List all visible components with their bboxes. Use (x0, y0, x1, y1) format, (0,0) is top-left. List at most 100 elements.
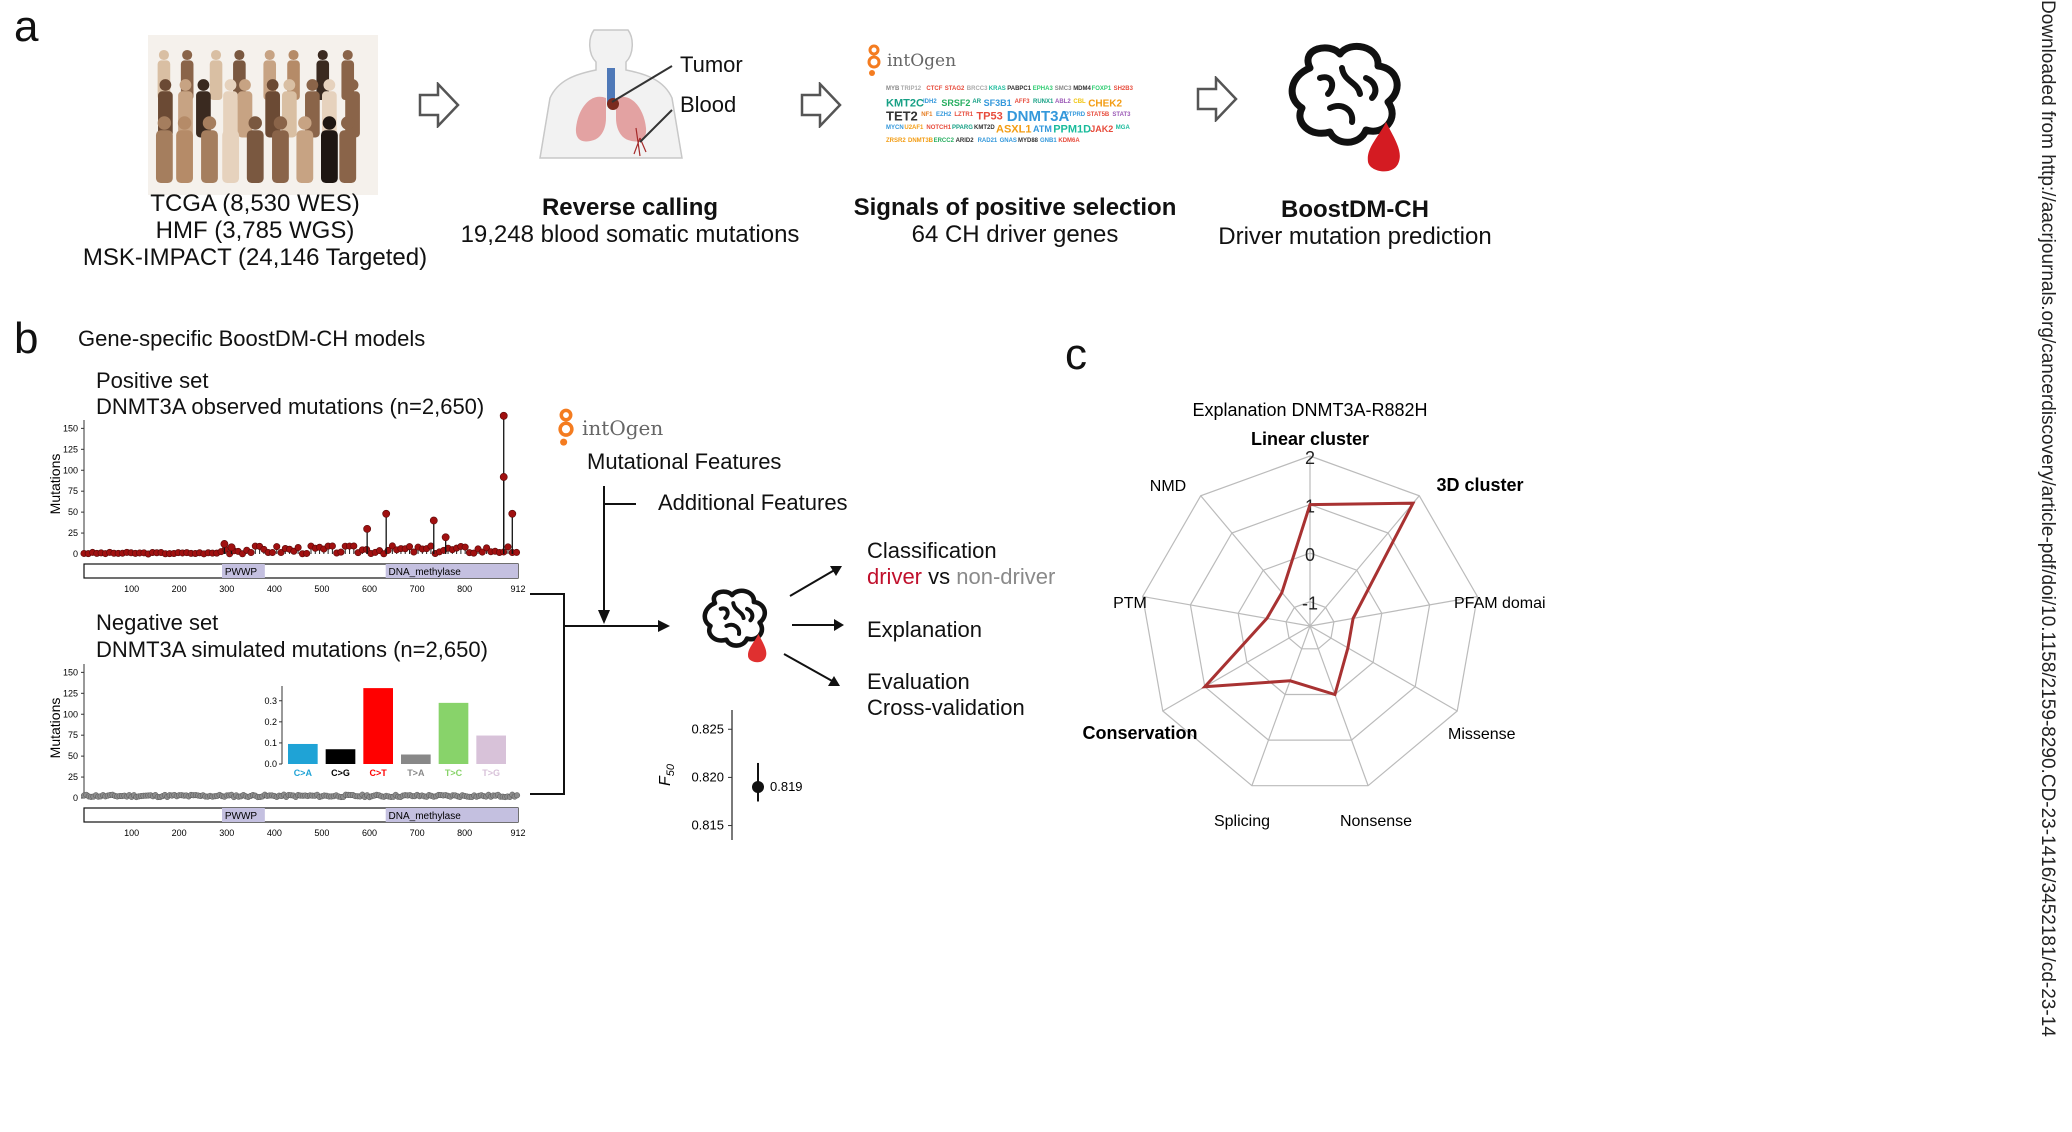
wordcloud-gene: STAG2 (945, 86, 965, 92)
mutation-point (220, 540, 229, 548)
person-silhouette (209, 60, 223, 100)
domain-pwwp (222, 808, 265, 822)
wordcloud-gene: SF3B1 (984, 98, 1012, 108)
y-tick-label: 0.815 (691, 818, 724, 833)
person-silhouette (182, 49, 193, 61)
domain-pwwp (222, 564, 265, 578)
y-tick-label: 0.820 (691, 769, 724, 784)
wordcloud-gene: JAK2 (1090, 124, 1113, 134)
mutation-point (247, 549, 255, 557)
radar-axis-label: NMD (1150, 478, 1186, 495)
mutation-point (273, 543, 281, 551)
person-silhouette (306, 79, 319, 91)
person-silhouette (177, 116, 192, 130)
category-label: T>C (445, 768, 463, 778)
mutation-point (499, 411, 508, 420)
x-tick-label: 700 (410, 584, 425, 594)
x-tick-label: 300 (219, 584, 234, 594)
domain-label: DNA_methylase (389, 567, 462, 578)
wordcloud-gene: KRAS (989, 86, 1006, 92)
x-tick-label: 200 (172, 584, 187, 594)
radar-axis-label: Linear cluster (1251, 429, 1369, 449)
wordcloud-gene: LZTR1 (954, 112, 973, 118)
y-tick-label: 75 (68, 730, 78, 740)
person-silhouette (159, 79, 172, 91)
wordcloud-gene: RUNX1 (1033, 99, 1054, 105)
y-tick-label: 0.1 (264, 738, 277, 748)
boostdm-caption: BoostDM-CH Driver mutation prediction (1210, 196, 1500, 250)
mutation-point (303, 549, 311, 557)
wordcloud-gene: MGA (1116, 125, 1131, 131)
radar-axis-label: 3D cluster (1436, 475, 1523, 495)
intogen-logo-icon (867, 44, 881, 76)
x-tick-label: 800 (457, 828, 472, 838)
reverse-calling-caption: Reverse calling 19,248 blood somatic mut… (440, 194, 820, 248)
person-silhouette (211, 49, 222, 61)
wordcloud-gene: TRIP12 (901, 86, 922, 92)
y-tick-label: 0 (73, 793, 78, 803)
wordcloud-gene: MYB (886, 86, 900, 92)
intogen-logo-text: intOgen (887, 51, 957, 71)
radar-axis-label: PFAM domai (1454, 595, 1546, 612)
wordcloud-gene: NOTCH1 (926, 125, 951, 131)
classification-label: Classification (867, 538, 997, 563)
wordcloud-gene: NF1 (921, 112, 933, 118)
wordcloud-gene: CTCF (926, 86, 942, 92)
mutation-point (429, 516, 438, 525)
person-silhouette (266, 79, 279, 91)
y-tick-label: 125 (63, 688, 78, 698)
reverse-calling-title: Reverse calling (541, 194, 719, 221)
reverse-calling-subtitle: 19,248 blood somatic mutations (460, 221, 800, 248)
mutation-point (504, 543, 512, 551)
person-silhouette (272, 130, 289, 183)
vs-label: vs (922, 564, 957, 589)
wordcloud-gene: GNB1 (1040, 138, 1057, 144)
wordcloud-gene: ERCC2 (934, 138, 955, 144)
person-silhouette (179, 79, 192, 91)
radar-axis-label: Nonsense (1340, 813, 1412, 830)
cohort-hmf: HMF (3,785 WGS) (155, 217, 355, 244)
signals-title: Signals of positive selection (853, 194, 1177, 221)
f50-axis-label: F50 (657, 763, 677, 786)
mutation-point (227, 543, 236, 552)
x-tick-label: 100 (124, 584, 139, 594)
x-tick-label: 300 (219, 828, 234, 838)
person-silhouette (339, 130, 357, 183)
explanation-label: Explanation (867, 617, 982, 642)
nondriver-label: non-driver (956, 564, 1056, 589)
person-silhouette (202, 116, 217, 130)
person-silhouette (321, 130, 338, 183)
cohort-msk: MSK-IMPACT (24,146 Targeted) (82, 244, 428, 271)
category-label: C>A (294, 768, 313, 778)
person-silhouette (155, 130, 173, 183)
x-tick-label: 400 (267, 828, 282, 838)
person-silhouette (298, 116, 312, 130)
brain-blood-drop-icon (702, 588, 768, 663)
radar-grid-ring (1285, 601, 1335, 650)
signature-bar (401, 754, 431, 764)
flow-arrow-icon (800, 82, 842, 128)
y-tick-label: 50 (68, 751, 78, 761)
wordcloud-gene: PPM1D (1053, 124, 1091, 136)
x-tick-label: 400 (267, 584, 282, 594)
radar-spoke (1309, 625, 1369, 786)
blood-label: Blood (680, 92, 737, 117)
radar-tick-label: 0 (1305, 545, 1315, 565)
radar-tick-label: 2 (1305, 448, 1315, 468)
body-label-lines (611, 65, 673, 143)
x-tick-label: 600 (362, 584, 377, 594)
signature-bar (476, 735, 506, 764)
signature-bar (438, 702, 469, 764)
intogen-logo-features: intOgen (554, 408, 663, 448)
y-tick-label: 150 (63, 423, 78, 433)
signature-bar (288, 743, 318, 764)
f50-point (752, 781, 764, 794)
wordcloud-gene: MDM4 (1073, 86, 1091, 92)
wordcloud-gene: ZRSR2 (886, 138, 906, 144)
mutation-point (410, 548, 418, 556)
wordcloud-gene: DNMT3A (1007, 108, 1070, 125)
